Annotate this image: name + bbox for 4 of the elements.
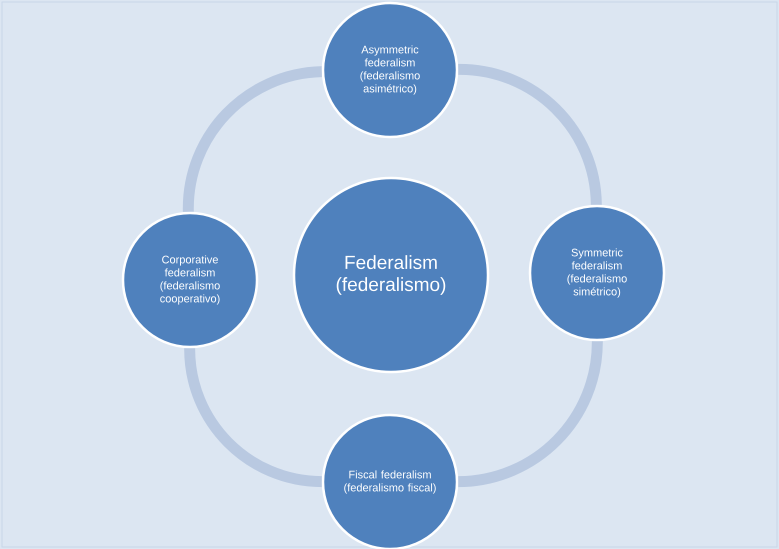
- ring-segment: [458, 340, 603, 488]
- ring-segment: [182, 66, 322, 212]
- ring-segment: [184, 348, 322, 488]
- ring-segment: [458, 64, 602, 206]
